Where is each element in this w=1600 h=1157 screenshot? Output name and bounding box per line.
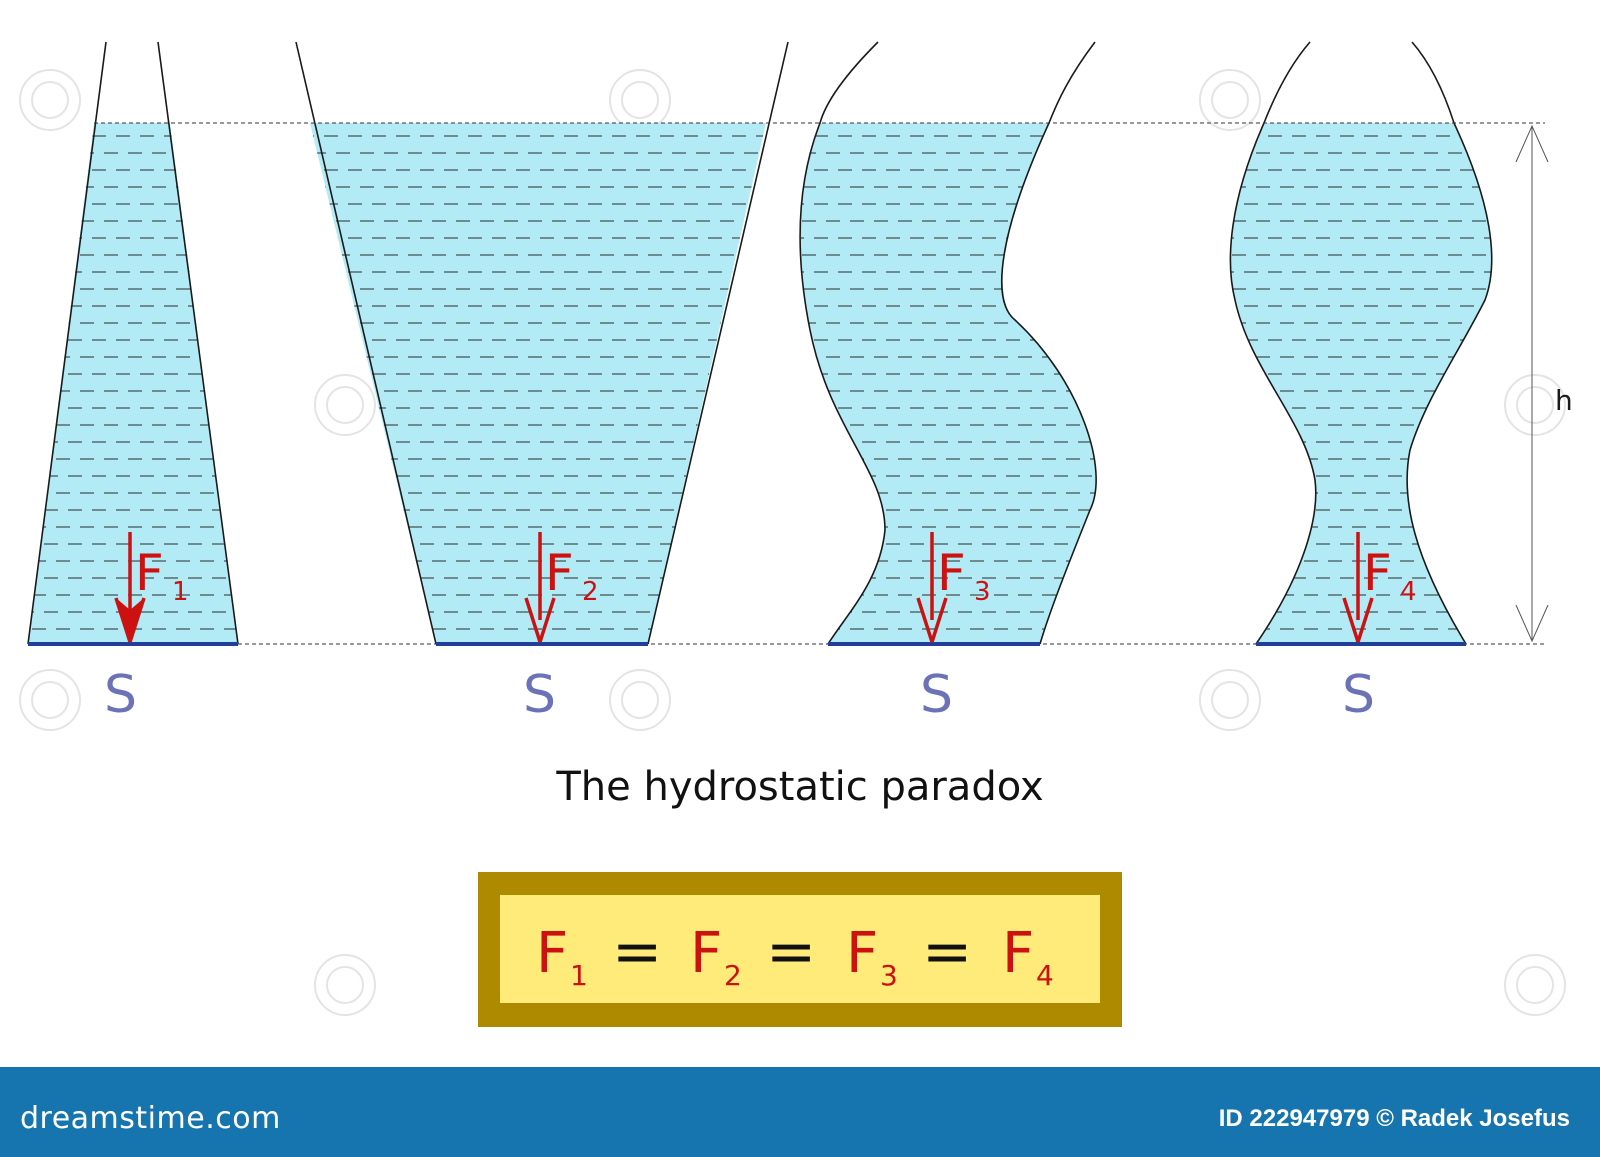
vessel-2-walls xyxy=(295,41,789,645)
height-dimension xyxy=(1515,124,1549,643)
equation-sign-2: = xyxy=(766,917,816,987)
vessel-1-walls xyxy=(27,41,239,645)
height-label: h xyxy=(1555,384,1573,417)
force-4-index: 4 xyxy=(1400,577,1417,607)
equation-term-1-letter: F xyxy=(536,921,568,986)
force-2-letter: F xyxy=(545,544,574,602)
area-label-3: S xyxy=(920,665,953,725)
force-arrow-4 xyxy=(1342,532,1374,643)
vessel-2-water xyxy=(310,123,766,644)
equation-term-1-index: 1 xyxy=(570,959,588,992)
force-3-letter: F xyxy=(937,544,966,602)
footer-brand[interactable]: dreamstime.com xyxy=(20,1101,281,1136)
vessel-3-walls xyxy=(799,41,1097,645)
vessel-1-water xyxy=(28,123,238,644)
force-arrow-2 xyxy=(524,532,556,643)
equation-term-3-index: 3 xyxy=(880,959,898,992)
footer-credit: ID 222947979 © Radek Josefus xyxy=(1218,1105,1570,1132)
equation-term-4-index: 4 xyxy=(1036,959,1054,992)
diagram-caption: The hydrostatic paradox xyxy=(555,764,1043,810)
force-1-index: 1 xyxy=(172,577,189,607)
footer-bar: dreamstime.com ID 222947979 © Radek Jose… xyxy=(0,1067,1600,1157)
equation-box xyxy=(478,872,1122,1027)
force-3-index: 3 xyxy=(974,577,991,607)
vessel-3-water xyxy=(800,123,1097,644)
force-2-index: 2 xyxy=(582,577,599,607)
force-4-letter: F xyxy=(1363,544,1392,602)
vessel-4-walls xyxy=(1229,41,1493,645)
area-label-2: S xyxy=(523,665,556,725)
equation-term-4-letter: F xyxy=(1002,921,1034,986)
equation-sign-1: = xyxy=(612,917,662,987)
vessel-4-water xyxy=(1230,123,1492,644)
force-1-letter: F xyxy=(135,544,164,602)
equation-term-2-letter: F xyxy=(690,921,722,986)
equation-term-2-index: 2 xyxy=(724,959,742,992)
area-label-4: S xyxy=(1342,665,1375,725)
equation-sign-3: = xyxy=(922,917,972,987)
force-arrow-1 xyxy=(114,532,146,643)
equation-term-3-letter: F xyxy=(846,921,878,986)
force-arrow-3 xyxy=(916,532,948,643)
area-label-1: S xyxy=(104,665,137,725)
